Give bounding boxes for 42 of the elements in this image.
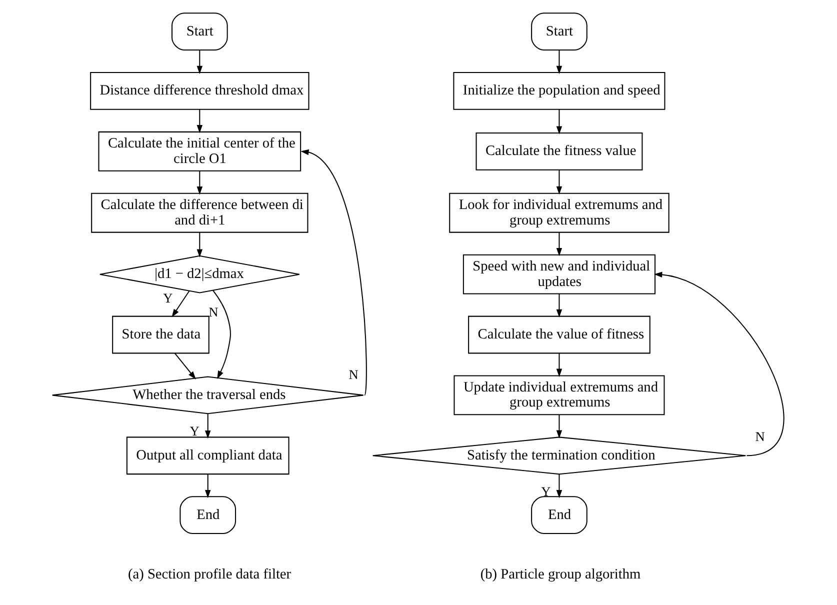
node-box: Calculate the initial center of the circle O1 [98, 130, 302, 171]
edge-label: Y [163, 290, 173, 306]
arrow [556, 474, 562, 498]
node-box: Speed with new and individual updates [462, 254, 656, 294]
label: (a) Section profile data filter [128, 566, 292, 582]
node-box: Calculate the value of fitness [468, 315, 650, 354]
edge-label: Y [190, 423, 200, 438]
arrow [556, 352, 562, 376]
arrow [212, 290, 231, 379]
arrow [556, 293, 562, 318]
node-box: Calculate the fitness value [476, 132, 643, 170]
edge-label: N [755, 428, 765, 444]
node-box: Update individual extremums and group extremums [454, 374, 665, 415]
arrow [204, 413, 211, 438]
arrow [172, 290, 190, 317]
node-box: Look for individual extremums and group extremums [449, 192, 670, 232]
arrow [204, 474, 211, 498]
arrow [196, 50, 203, 74]
node-box: Distance difference threshold dmax [90, 72, 310, 110]
arrow [300, 148, 367, 395]
node-box: Store the data [112, 315, 210, 354]
node-box: End [180, 496, 236, 534]
arrow [196, 109, 203, 133]
node-box: End [531, 496, 588, 534]
node-box: Output all compliant data [126, 436, 290, 474]
arrow [556, 109, 562, 134]
arrow [174, 352, 196, 379]
arrow [654, 271, 784, 456]
arrow [556, 232, 562, 256]
node-diamond: Satisfy the termination condition [372, 436, 746, 474]
arrow [556, 50, 562, 74]
arrow [556, 414, 562, 438]
edge-label: N [208, 304, 218, 320]
arrow [196, 170, 203, 194]
node-box: Start [531, 12, 588, 50]
node-box: Calculate the difference between di and di+1 [91, 192, 308, 232]
node-diamond: |d1 − d2|≤dmax [99, 254, 300, 293]
arrow [556, 169, 562, 194]
arrow [196, 232, 203, 257]
label: (b) Particle group algorithm [480, 566, 641, 582]
node-box: Initialize the population and speed [453, 72, 666, 110]
node-box: Start [172, 12, 228, 50]
